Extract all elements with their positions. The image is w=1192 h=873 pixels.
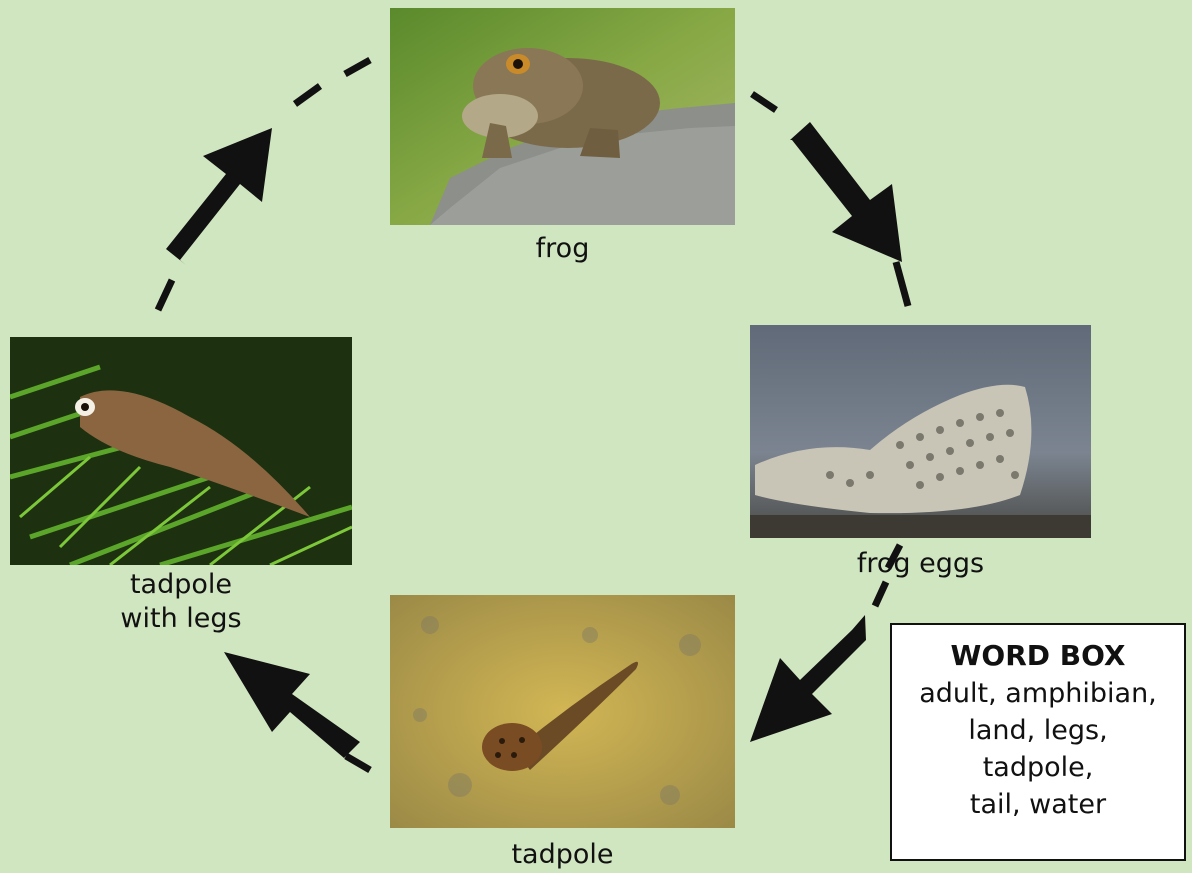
arrow-down-right [790, 122, 902, 262]
word-box-line: tail, water [892, 786, 1184, 823]
frog-caption: frog [390, 232, 735, 266]
frog-eggs-caption: frog eggs [750, 547, 1091, 581]
dash-connector [752, 94, 776, 110]
dash-connector [158, 280, 172, 310]
caption-line: tadpole [10, 568, 352, 602]
dash-connector [875, 582, 886, 606]
word-box-line: adult, amphibian, [892, 675, 1184, 712]
tadpole-with-legs-caption: tadpole with legs [10, 568, 352, 636]
dash-connector [346, 756, 370, 770]
frog-eggs-photo [750, 325, 1091, 538]
dash-connector [345, 60, 370, 74]
tadpole-with-legs-photo [10, 337, 352, 565]
dash-connector [295, 86, 320, 104]
caption-line: with legs [10, 602, 352, 636]
word-box-line: tadpole, [892, 749, 1184, 786]
frog-photo [390, 8, 735, 225]
tadpole-caption: tadpole [390, 838, 735, 872]
arrow-up-left [224, 652, 360, 758]
dash-connector [896, 262, 908, 306]
arrow-down-left [750, 615, 866, 742]
word-box: WORD BOX adult, amphibian, land, legs, t… [890, 623, 1186, 861]
word-box-line: land, legs, [892, 712, 1184, 749]
arrow-up-right [166, 128, 272, 265]
word-box-title: WORD BOX [892, 637, 1184, 675]
tadpole-photo [390, 595, 735, 828]
